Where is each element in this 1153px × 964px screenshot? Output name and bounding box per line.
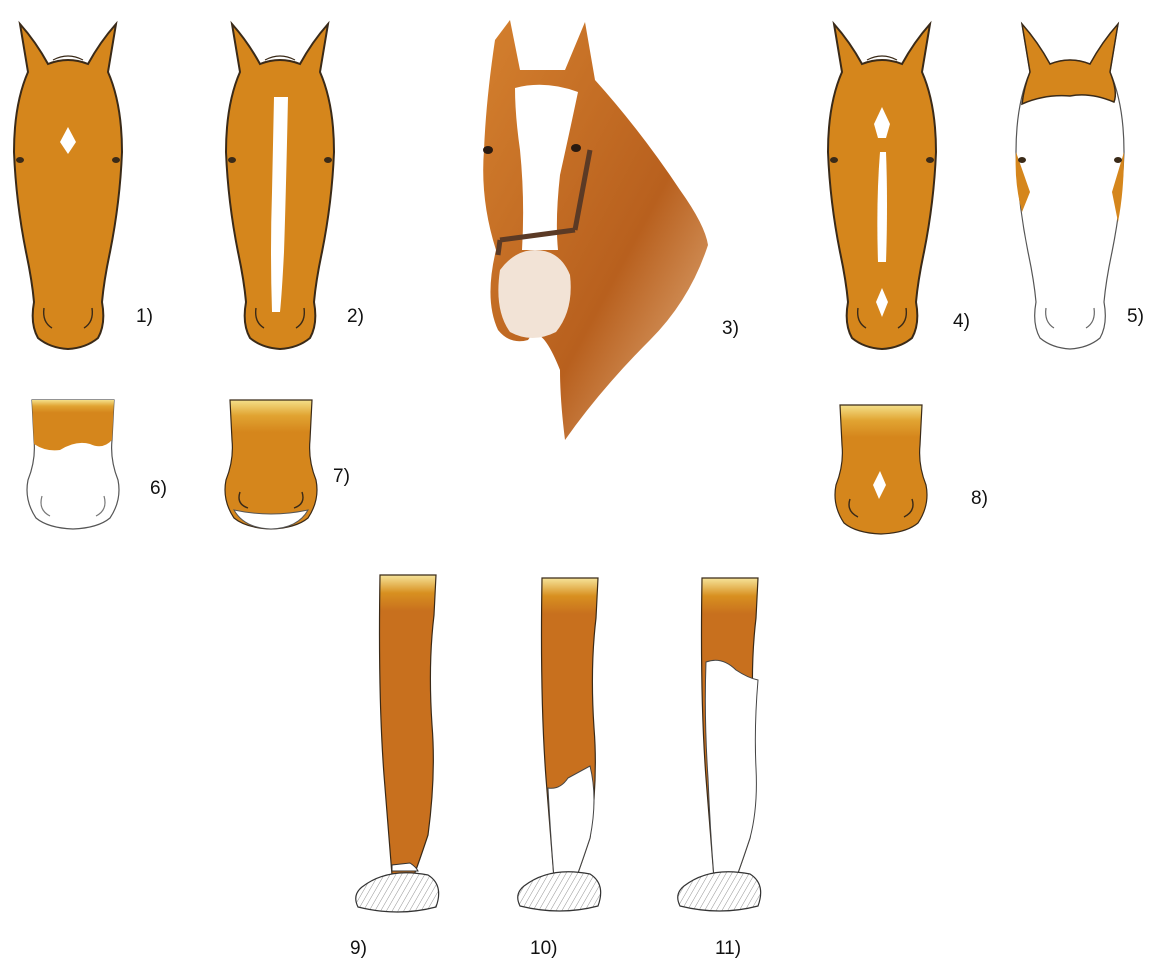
figure-label-4: 4)	[953, 311, 970, 333]
figure-label-2: 2)	[347, 306, 364, 328]
stocking-marking	[705, 660, 758, 878]
figure-face-star-stripe-snip	[828, 24, 936, 349]
figure-leg-coronet	[356, 575, 439, 912]
figure-label-3: 3)	[722, 318, 739, 340]
figure-leg-stocking	[678, 578, 761, 911]
figure-label-7: 7)	[333, 466, 350, 488]
figure-face-star	[14, 24, 122, 349]
figure-muzzle-white	[27, 400, 119, 529]
figure-face-stripe	[226, 24, 334, 349]
figure-muzzle-lip	[225, 400, 317, 529]
figure-label-1: 1)	[136, 306, 153, 328]
figure-photo-blaze	[483, 20, 708, 440]
figure-leg-sock	[518, 578, 601, 911]
figure-face-white	[1016, 24, 1124, 349]
figure-label-9: 9)	[350, 938, 367, 960]
figure-label-5: 5)	[1127, 306, 1144, 328]
figure-label-8: 8)	[971, 488, 988, 510]
figure-muzzle-snip	[835, 405, 927, 534]
figure-label-10: 10)	[530, 938, 557, 960]
figure-label-11: 11)	[715, 938, 741, 960]
figure-label-6: 6)	[150, 478, 167, 500]
